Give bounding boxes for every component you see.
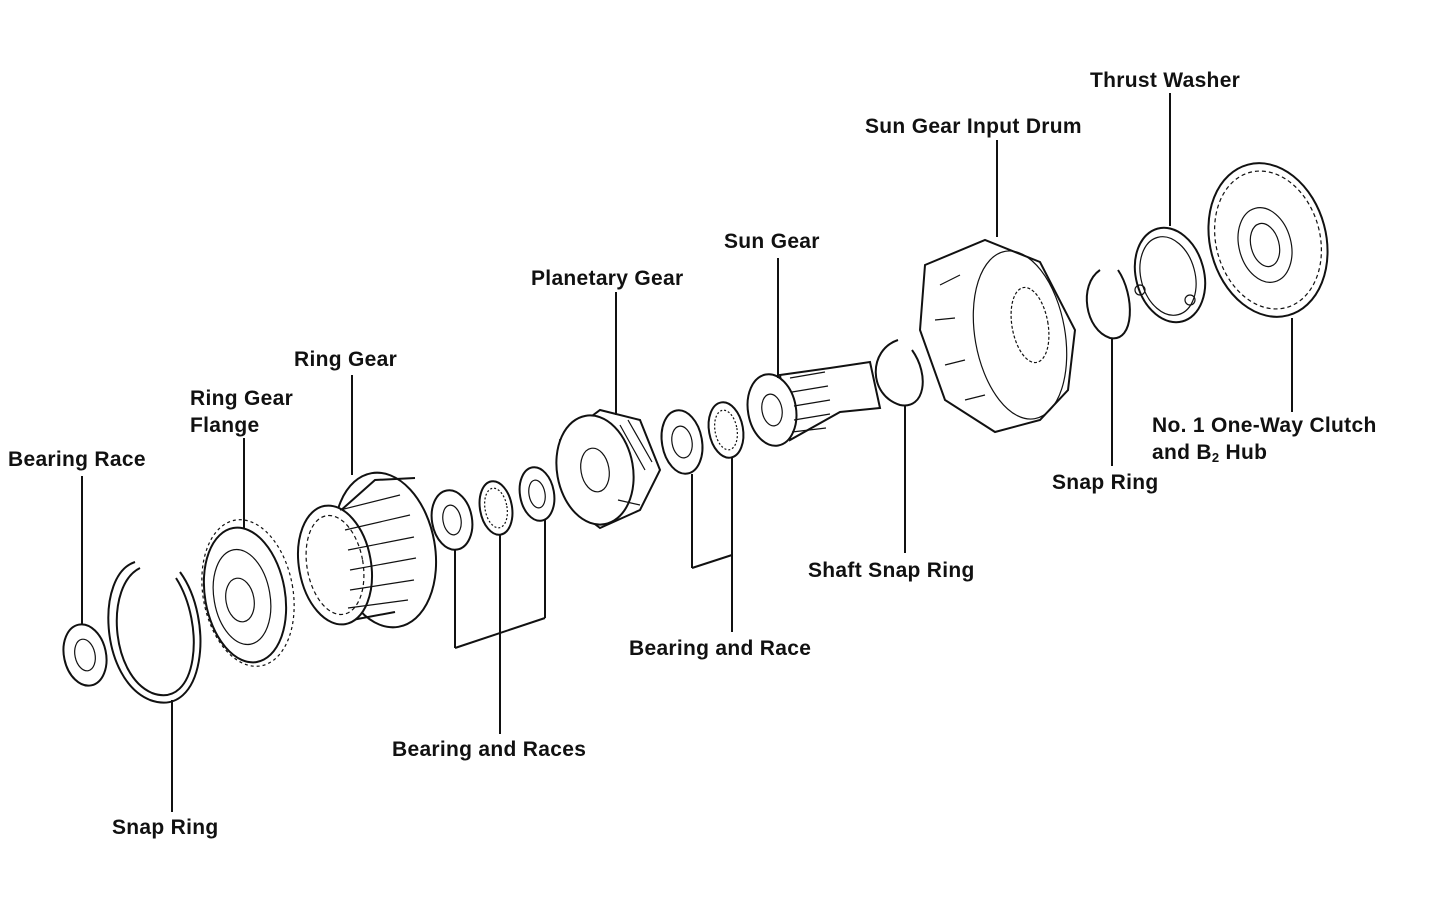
ring-gear-flange-part [201,519,295,667]
label-snap-ring-left: Snap Ring [112,816,219,839]
snap-ring-right-part [1085,269,1131,340]
label-ring-gear-flange-line2: Flange [190,414,260,437]
ring-gear-part [297,471,438,629]
sun-gear-input-drum-part [918,238,1077,434]
label-bearing-and-races: Bearing and Races [392,738,587,761]
bearing-race-part [62,623,108,687]
one-way-clutch-part [1207,162,1329,318]
label-shaft-snap-ring: Shaft Snap Ring [808,559,975,582]
snap-ring-left-part [107,561,202,704]
leader-lines [81,93,1293,812]
label-sun-gear: Sun Gear [724,230,820,253]
thrust-washer-part [1133,226,1207,324]
label-ring-gear: Ring Gear [294,348,398,371]
label-bearing-and-race: Bearing and Race [629,637,812,660]
label-snap-ring-right: Snap Ring [1052,471,1159,494]
bearing-and-race-part [660,401,745,475]
label-thrust-washer: Thrust Washer [1090,69,1241,92]
label-sun-gear-input-drum: Sun Gear Input Drum [865,115,1082,138]
label-ring-gear-flange-line1: Ring Gear [190,387,294,410]
label-bearing-race: Bearing Race [8,448,146,471]
sun-gear-part [746,360,882,447]
label-planetary-gear: Planetary Gear [531,267,684,290]
label-one-way-clutch-line1: No. 1 One-Way Clutch [1152,414,1377,437]
planetary-gear-part [555,408,662,530]
label-one-way-clutch-prefix: and B [1152,441,1212,464]
label-one-way-clutch-suffix: Hub [1219,441,1268,464]
shaft-snap-ring-part [874,339,924,407]
label-one-way-clutch-subscript: 2 [1211,450,1220,465]
bearing-and-races-part [430,466,556,551]
label-one-way-clutch-line2: and B2 Hub [1152,440,1267,471]
